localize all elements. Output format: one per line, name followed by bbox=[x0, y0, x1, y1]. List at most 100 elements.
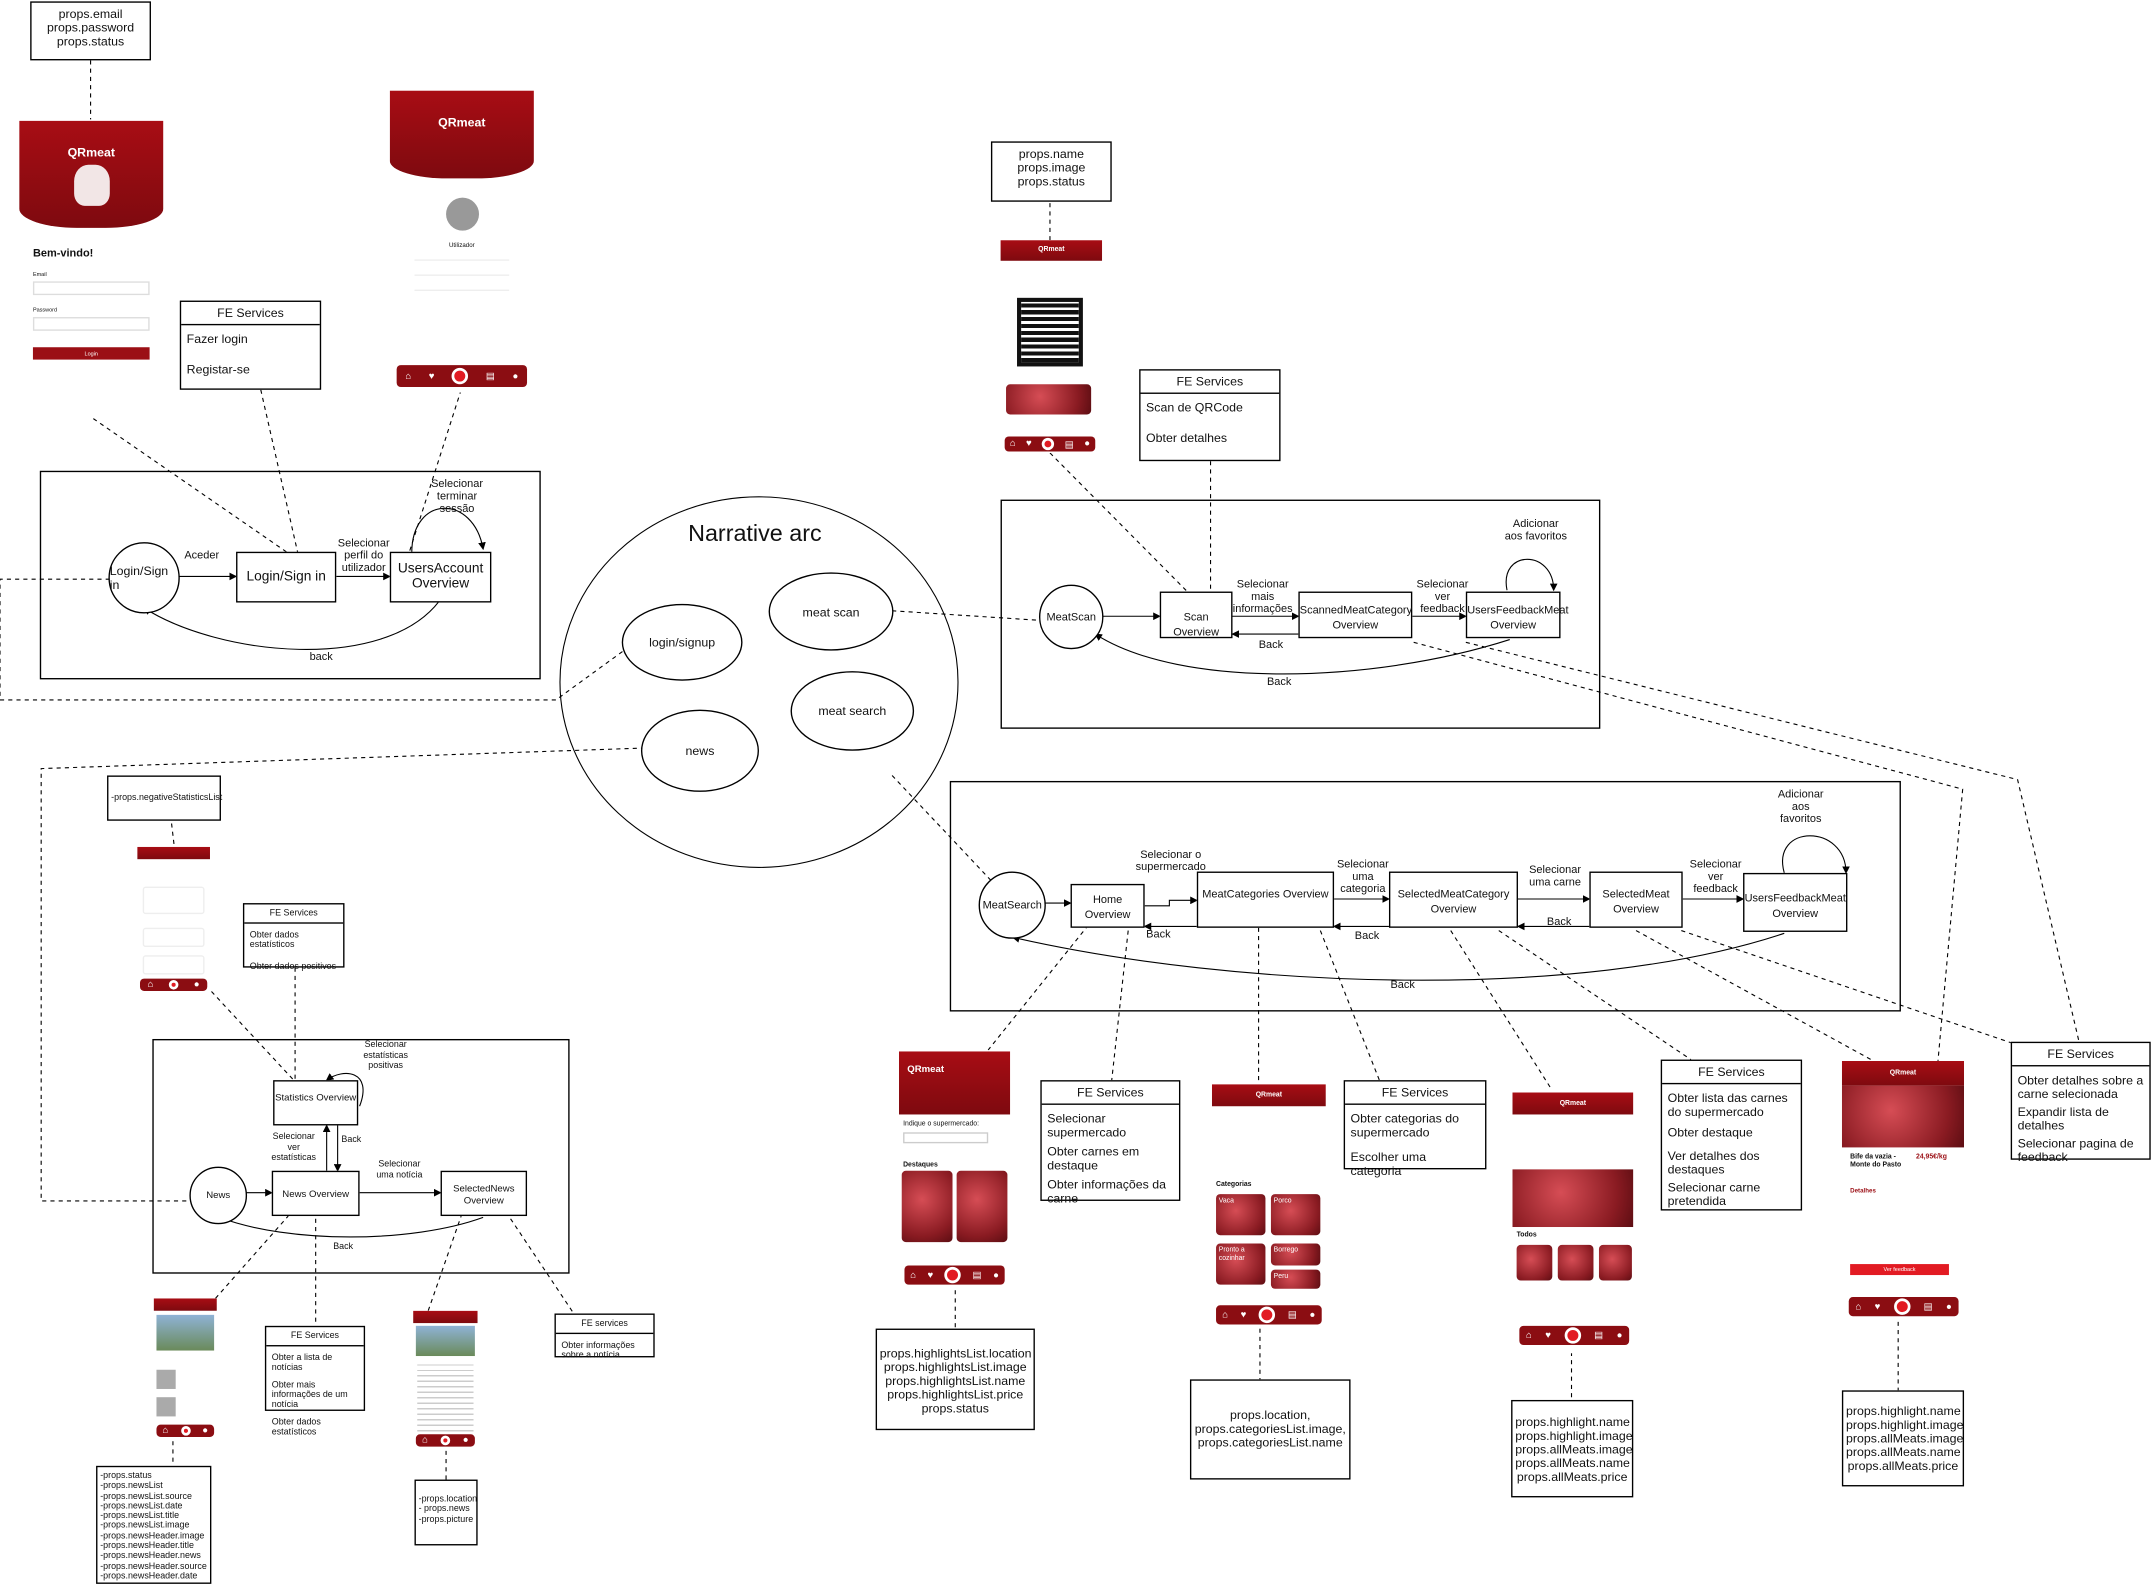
app-logo: QRmeat bbox=[67, 145, 115, 160]
meat-card[interactable] bbox=[1598, 1244, 1632, 1281]
heart-icon[interactable]: ♥ bbox=[1026, 439, 1032, 449]
book-icon[interactable]: ▤ bbox=[1287, 1310, 1298, 1321]
bottom-nav[interactable]: ⌂ ♥ ▤ ● bbox=[1004, 436, 1096, 452]
fe-item: Registar-se bbox=[186, 362, 250, 377]
highlight-card[interactable] bbox=[956, 1170, 1008, 1243]
fe-title: FE Services bbox=[1345, 1082, 1486, 1105]
highlight-banner[interactable] bbox=[1512, 1169, 1634, 1228]
prop-line: -props.newsList.source bbox=[100, 1491, 192, 1501]
category-card[interactable]: Porco bbox=[1270, 1194, 1321, 1236]
bottom-nav[interactable]: ⌂ ♥ ▤ ● bbox=[396, 365, 528, 388]
scan-props-box: props.name props.image props.status bbox=[990, 141, 1112, 202]
book-icon[interactable]: ▤ bbox=[1064, 439, 1074, 450]
prop-line: props.allMeats.name bbox=[1515, 1456, 1630, 1470]
login-fe-services: FE Services Fazer login Registar-se bbox=[179, 300, 322, 390]
scan-icon[interactable] bbox=[451, 367, 469, 385]
heart-icon[interactable]: ♥ bbox=[428, 371, 435, 381]
fe-item: Obter dados positivos bbox=[249, 962, 337, 972]
book-icon[interactable]: ▤ bbox=[1923, 1302, 1933, 1313]
user-icon[interactable]: ● bbox=[1946, 1301, 1952, 1312]
user-icon[interactable]: ● bbox=[512, 371, 519, 381]
edge-label: Adicionar aos favoritos bbox=[1504, 517, 1567, 543]
home-icon[interactable]: ⌂ bbox=[162, 1426, 169, 1436]
scan-icon[interactable] bbox=[944, 1266, 962, 1284]
heart-icon[interactable]: ♥ bbox=[1874, 1301, 1881, 1312]
prop-line: -props.newsHeader.news bbox=[100, 1551, 201, 1562]
book-icon[interactable]: ▤ bbox=[972, 1270, 982, 1281]
user-icon[interactable]: ● bbox=[193, 979, 200, 990]
bottom-nav[interactable]: ⌂ ♥ ▤ ● bbox=[1848, 1297, 1959, 1317]
supermarket-prompt: Indique o supermercado: bbox=[903, 1119, 980, 1129]
scan-icon[interactable] bbox=[168, 979, 179, 990]
bottom-nav[interactable]: ⌂ ♥ ▤ ● bbox=[1519, 1325, 1630, 1346]
login-button[interactable]: Login bbox=[32, 347, 150, 360]
user-icon[interactable]: ● bbox=[1616, 1330, 1623, 1341]
app-header: QRmeat bbox=[1512, 1092, 1634, 1115]
fe-title: FE Services bbox=[181, 302, 320, 326]
category-card[interactable]: Vaca bbox=[1216, 1194, 1266, 1236]
login-props-box: props.email props.password props.status bbox=[30, 1, 151, 61]
email-field[interactable] bbox=[32, 281, 150, 296]
highlight-card[interactable] bbox=[901, 1170, 953, 1243]
heart-icon[interactable]: ♥ bbox=[1545, 1330, 1551, 1341]
edge-label: Selecionar perfil do utilizador bbox=[337, 536, 390, 574]
scan-icon[interactable] bbox=[1042, 437, 1055, 451]
prop-line: -props.status bbox=[100, 1471, 152, 1481]
home-icon[interactable]: ⌂ bbox=[1526, 1330, 1532, 1341]
meat-card[interactable] bbox=[1557, 1244, 1594, 1281]
fe-item: Obter informações da carne bbox=[1047, 1177, 1167, 1206]
bottom-nav[interactable]: ⌂● bbox=[415, 1434, 475, 1447]
scan-icon[interactable] bbox=[1258, 1306, 1276, 1324]
bottom-nav[interactable]: ⌂ ♥ ▤ ● bbox=[1216, 1305, 1322, 1325]
book-icon[interactable]: ▤ bbox=[1594, 1331, 1604, 1341]
user-icon[interactable]: ● bbox=[462, 1435, 469, 1446]
categories-props-box: props.location, props.categoriesList.ima… bbox=[1189, 1379, 1351, 1480]
highlights-title: Destaques bbox=[903, 1161, 938, 1170]
feedback-button[interactable]: Ver feedback bbox=[1850, 1264, 1949, 1276]
home-icon[interactable]: ⌂ bbox=[147, 979, 154, 990]
heart-icon[interactable]: ♥ bbox=[927, 1270, 934, 1280]
home-icon[interactable]: ⌂ bbox=[1855, 1301, 1862, 1312]
selected-meat-state: SelectedMeat Overview bbox=[1589, 871, 1683, 928]
prop-line: props.highlightsList.name bbox=[885, 1373, 1026, 1388]
supermarket-select[interactable] bbox=[903, 1132, 989, 1144]
user-icon[interactable]: ● bbox=[1309, 1310, 1316, 1320]
user-icon[interactable]: ● bbox=[1084, 439, 1091, 449]
fe-title: FE services bbox=[555, 1315, 654, 1335]
scan-icon[interactable] bbox=[1893, 1298, 1911, 1315]
fe-item: Obter categorias do supermercado bbox=[1350, 1111, 1460, 1140]
scan-feedback-state: UsersFeedbackMeat Overview bbox=[1465, 591, 1569, 639]
bottom-nav[interactable]: ⌂● bbox=[139, 978, 208, 991]
home-icon[interactable]: ⌂ bbox=[1222, 1310, 1229, 1320]
book-icon[interactable]: ▤ bbox=[485, 371, 495, 382]
edge-label: Back bbox=[1546, 915, 1572, 928]
prop-line: -props.newsList.title bbox=[100, 1511, 180, 1521]
scan-icon[interactable] bbox=[180, 1426, 191, 1436]
edge-label: Aceder bbox=[184, 549, 220, 562]
password-field[interactable] bbox=[32, 317, 150, 331]
edge-label: Back bbox=[1258, 638, 1284, 651]
password-label: Password bbox=[32, 306, 58, 313]
user-icon[interactable]: ● bbox=[993, 1270, 999, 1280]
home-icon[interactable]: ⌂ bbox=[910, 1270, 917, 1280]
login-state: Login/Sign in bbox=[236, 551, 337, 603]
scan-icon[interactable] bbox=[440, 1435, 451, 1446]
selected-news-state: SelectedNews Overview bbox=[440, 1170, 528, 1217]
home-fe-services: FE Services Selecionar supermercado Obte… bbox=[1040, 1080, 1181, 1205]
category-card[interactable]: Borrego bbox=[1270, 1243, 1321, 1266]
bottom-nav[interactable]: ⌂● bbox=[156, 1424, 215, 1438]
qr-code-icon bbox=[1017, 297, 1083, 367]
home-icon[interactable]: ⌂ bbox=[1009, 439, 1016, 449]
scan-icon[interactable] bbox=[1564, 1327, 1581, 1344]
prop-line: props.allMeats.image bbox=[1846, 1431, 1964, 1446]
category-card[interactable]: Pronto a cozinhar bbox=[1216, 1243, 1266, 1285]
meat-card[interactable] bbox=[1516, 1244, 1553, 1281]
bottom-nav[interactable]: ⌂ ♥ ▤ ● bbox=[904, 1265, 1005, 1285]
heart-icon[interactable]: ♥ bbox=[1240, 1310, 1247, 1320]
home-icon[interactable]: ⌂ bbox=[422, 1435, 428, 1446]
fe-item: Obter carnes em destaque bbox=[1047, 1144, 1140, 1173]
user-icon[interactable]: ● bbox=[202, 1426, 209, 1436]
scanned-meat-card[interactable] bbox=[1006, 384, 1092, 415]
home-icon[interactable]: ⌂ bbox=[405, 371, 412, 381]
category-card[interactable]: Peru bbox=[1270, 1269, 1321, 1289]
